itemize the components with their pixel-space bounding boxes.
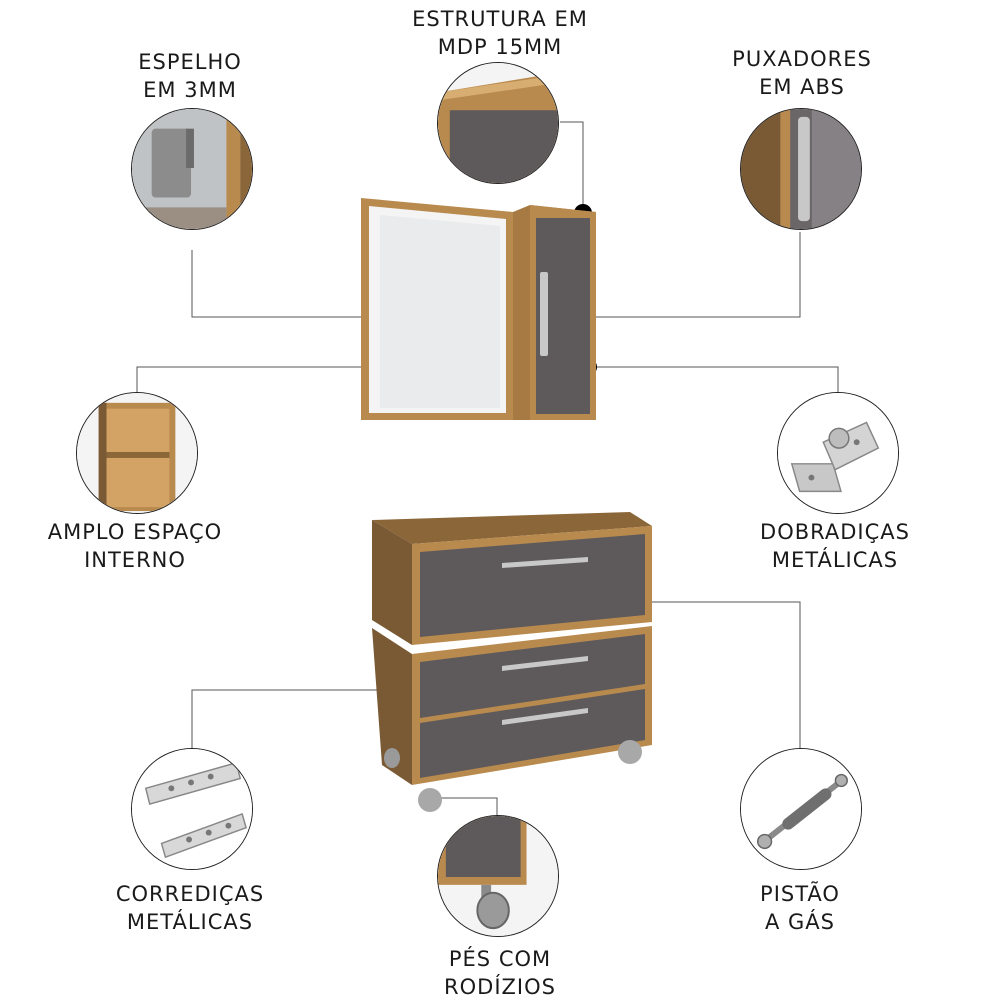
shelf-interior-icon <box>76 392 198 514</box>
handles-label: PUXADORES EM ABS <box>732 47 872 99</box>
floor-cabinet <box>372 512 652 812</box>
gas-piston-icon <box>740 748 862 870</box>
metal-hinge-icon <box>777 392 899 514</box>
casters-label: PÉS COM RODÍZIOS <box>444 947 556 999</box>
slides-label: CORREDIÇAS METÁLICAS <box>115 882 265 934</box>
caster-wheel-icon <box>437 815 559 937</box>
mdp-corner-icon <box>437 62 559 184</box>
interior-label: AMPLO ESPAÇO INTERNO <box>47 520 223 572</box>
mirror-closeup-icon <box>131 108 253 230</box>
mirror-cabinet <box>361 198 596 420</box>
mirror-label: ESPELHO EM 3MM <box>138 50 242 102</box>
hinges-label: DOBRADIÇAS METÁLICAS <box>760 520 910 572</box>
piston-label: PISTÃO A GÁS <box>760 882 840 934</box>
handle-closeup-icon <box>740 108 862 230</box>
frame-label: ESTRUTURA EM MDP 15MM <box>412 7 588 59</box>
drawer-slide-icon <box>131 748 253 870</box>
